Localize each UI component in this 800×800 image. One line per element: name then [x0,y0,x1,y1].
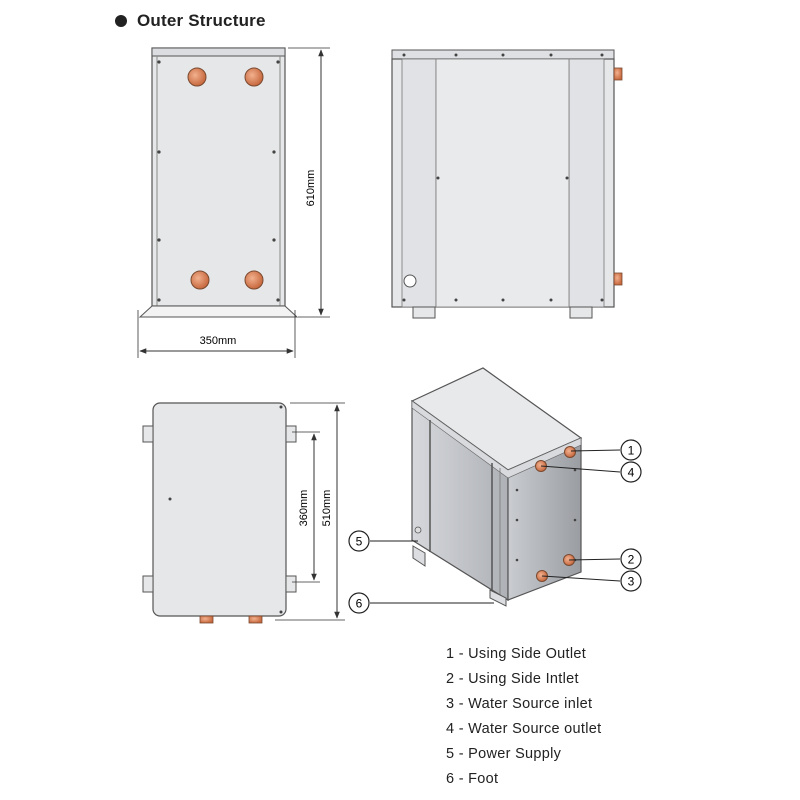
pipe-port-bottom-right [244,270,264,290]
legend-item-3: 3 - Water Source inlet [446,696,593,712]
page-title: Outer Structure [137,11,266,30]
side-copper-fitting-top [613,67,623,81]
iso-foot-left [412,545,426,567]
pipe-port-bottom-left [190,270,210,290]
heading-bullet-icon [115,15,127,27]
svg-text:3: 3 [628,575,635,589]
iso-foot-front [489,589,507,607]
callout-2: 2 [620,548,642,570]
legend-item-6: 6 - Foot [446,771,499,787]
side-center-panel [435,58,570,308]
top-panel [152,402,287,617]
callout-6: 6 [348,592,370,614]
callout-4: 4 [620,461,642,483]
svg-text:4: 4 [628,466,635,480]
back-screws [157,60,280,302]
back-base-plate [138,305,299,318]
back-view: 610mm 350mm [137,47,330,358]
legend-item-1: 1 - Using Side Outlet [446,646,587,662]
legend-item-5: 5 - Power Supply [446,746,562,762]
top-screws [168,405,283,614]
width-dimension-label: 350mm [200,335,237,347]
side-screws [402,53,604,302]
svg-text:1: 1 [628,444,635,458]
iso-screws [515,468,577,562]
iso-top-lip [411,400,582,479]
top-pipe-stub-right [248,615,263,624]
height-dimension-label: 610mm [305,170,317,207]
legend-item-4: 4 - Water Source outlet [446,721,602,737]
callout-3: 3 [620,570,642,592]
pipe-port-top-left [187,67,207,87]
side-door-left [401,58,437,308]
mount-spacing-dimension-label: 360mm [298,490,310,527]
svg-text:5: 5 [356,535,363,549]
depth-dimension-label: 510mm [321,490,333,527]
svg-text:2: 2 [628,553,635,567]
top-view: 360mm 510mm [142,402,345,624]
iso-port-1 [564,446,576,458]
top-pipe-stub-left [199,615,214,624]
side-view [391,49,623,319]
callout-5: 5 [348,530,370,552]
back-panel [151,47,286,307]
parts-legend: 1 - Using Side Outlet 2 - Using Side Int… [446,642,786,792]
side-foot-right [569,306,593,319]
mount-bracket-bottom-left [142,575,154,593]
mount-bracket-bottom-right [285,575,297,593]
svg-text:6: 6 [356,597,363,611]
section-heading: Outer Structure [115,8,266,34]
pipe-port-top-right [244,67,264,87]
isometric-view: 1 4 2 3 5 6 [348,367,642,614]
side-door-right [568,58,605,308]
side-foot-left [412,306,436,319]
legend-item-2: 2 - Using Side Intlet [446,671,579,687]
callout-1: 1 [620,439,642,461]
side-copper-fitting-bottom [613,272,623,286]
mount-bracket-top-left [142,425,154,443]
mount-bracket-top-right [285,425,297,443]
power-entry-knockout [403,274,417,288]
iso-power-supply-entry [414,526,422,534]
back-top-rail [151,47,286,57]
